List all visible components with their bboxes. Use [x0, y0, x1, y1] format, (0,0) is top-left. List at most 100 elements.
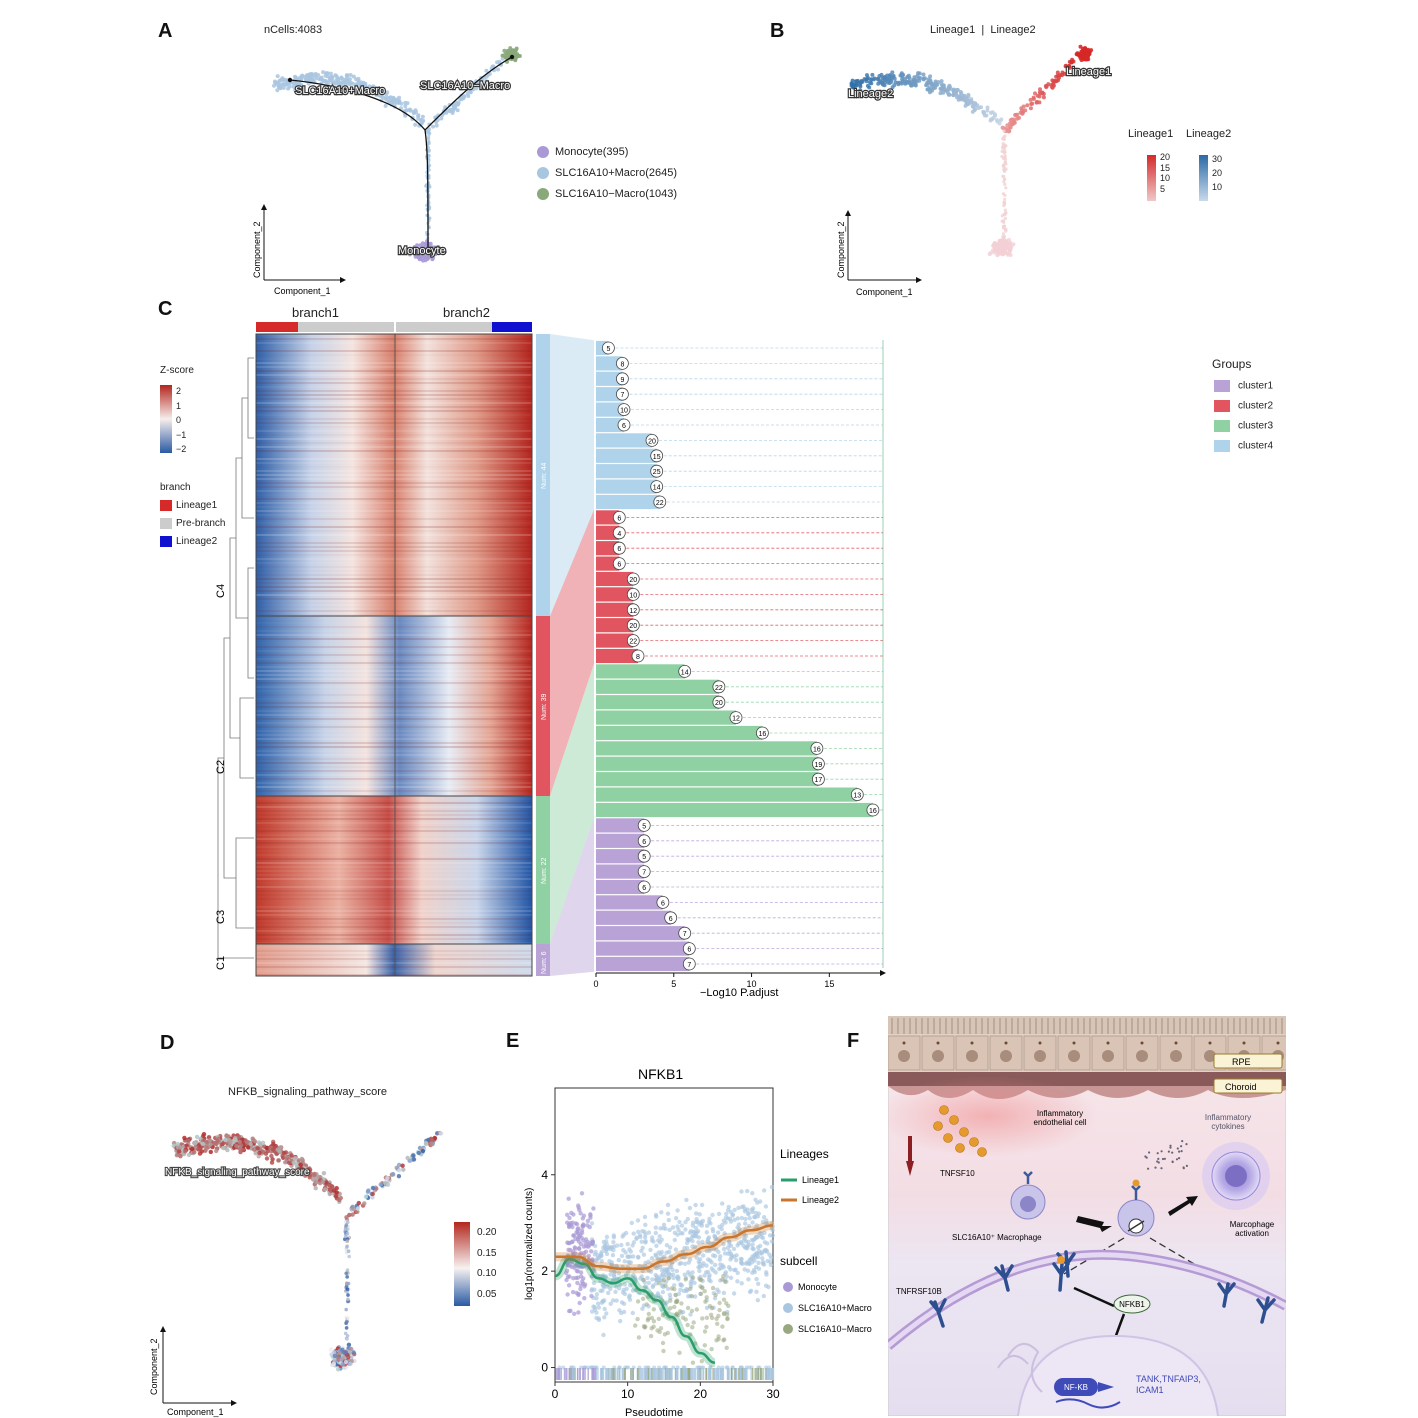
cell-point: [351, 74, 356, 79]
gene-count-label: 6: [661, 900, 665, 907]
panel-f-inflammation-glow: [888, 1076, 1098, 1156]
gene-count-label: 5: [642, 823, 646, 830]
gene-count-label: 6: [642, 885, 646, 892]
data-point: [670, 1267, 675, 1273]
cell-point: [430, 1138, 435, 1143]
gene-count-circle: [612, 557, 626, 571]
rug-mark: [650, 1368, 652, 1380]
panel-a-label-monocyte: Monocyte: [398, 245, 446, 257]
cell-point: [255, 1146, 260, 1151]
data-point: [717, 1307, 722, 1313]
cell-point: [346, 1342, 352, 1347]
heatmap-row: [256, 842, 532, 844]
panel-f-tnfsf10-label: TNFSF10: [940, 1169, 975, 1178]
enrichment-bar: [596, 633, 634, 648]
cell-point: [890, 74, 895, 79]
data-point: [639, 1239, 644, 1244]
heatmap-row: [256, 766, 532, 768]
cell-point: [208, 1149, 213, 1155]
data-point: [716, 1211, 722, 1217]
data-point: [690, 1275, 696, 1280]
enrichment-bar: [596, 402, 624, 417]
cell-point: [193, 1141, 198, 1146]
rug-mark: [675, 1368, 678, 1380]
cell-point: [312, 1172, 317, 1177]
cell-point: [224, 1133, 229, 1139]
panel-f-tnfrsf10b-label: TNFRSF10B: [896, 1287, 942, 1296]
cell-point: [966, 99, 971, 103]
panel-e-lineages-title: Lineages: [780, 1147, 829, 1161]
rug-mark: [694, 1368, 697, 1380]
cell-point: [1079, 51, 1084, 56]
gene-count-circle: [712, 695, 726, 709]
data-point: [710, 1212, 715, 1218]
data-point: [707, 1258, 713, 1263]
heatmap-row: [256, 954, 532, 956]
data-point: [743, 1221, 748, 1226]
rug-mark: [565, 1368, 567, 1380]
cell-point: [207, 1138, 213, 1143]
cell-point: [1005, 123, 1010, 128]
heatmap-row: [256, 874, 532, 876]
data-point: [686, 1294, 691, 1299]
panel-b-legend-title-lineage1: Lineage1: [1128, 128, 1174, 140]
cytokine-dot: [1148, 1151, 1151, 1154]
panel-c-heatmap-texture: [256, 338, 532, 976]
heatmap-row: [256, 450, 532, 452]
rug-mark: [720, 1368, 722, 1380]
data-point: [750, 1209, 755, 1215]
data-point: [704, 1263, 709, 1268]
heatmap-row: [256, 778, 532, 780]
data-point: [648, 1333, 654, 1339]
cell-point: [415, 243, 420, 248]
heatmap-row: [256, 686, 532, 688]
gene-count-circle: [810, 741, 824, 755]
rug-mark: [705, 1368, 707, 1380]
data-point: [692, 1230, 697, 1235]
cell-point: [400, 1163, 405, 1168]
rug-mark: [727, 1368, 730, 1380]
data-point: [683, 1277, 688, 1282]
heatmap-row: [256, 534, 532, 536]
data-point: [665, 1286, 671, 1291]
data-point: [682, 1272, 687, 1277]
data-point: [661, 1278, 667, 1283]
data-point: [716, 1313, 721, 1319]
rug-mark: [597, 1368, 599, 1380]
data-point: [635, 1254, 641, 1260]
data-point: [731, 1291, 737, 1296]
heatmap-row: [256, 562, 532, 564]
cell-point: [1067, 65, 1072, 70]
rpe-nucleus: [1204, 1050, 1216, 1062]
cell-point: [183, 1149, 188, 1154]
gene-count-circle: [712, 680, 726, 694]
panel-c-branch2-header: branch2: [443, 305, 490, 320]
data-point: [636, 1335, 642, 1340]
enrichment-bar: [596, 941, 690, 956]
data-point: [692, 1244, 698, 1249]
data-point: [664, 1300, 669, 1305]
data-point: [688, 1286, 693, 1291]
heatmap-row: [256, 826, 532, 828]
panel-c-branch1-header: branch1: [292, 305, 339, 320]
cell-point: [427, 127, 431, 132]
heatmap-row: [256, 866, 532, 868]
enrichment-bar: [596, 741, 817, 756]
cell-point: [427, 148, 431, 152]
cell-point: [918, 75, 922, 80]
gene-count-circle: [626, 572, 640, 586]
cell-point: [221, 1145, 226, 1151]
cell-point: [1001, 144, 1005, 148]
data-point: [574, 1275, 579, 1281]
panel-d-colorbar: [454, 1222, 470, 1306]
cell-point: [362, 81, 367, 86]
heatmap-row: [256, 750, 532, 752]
rug-mark: [679, 1368, 682, 1380]
gene-count-label: 14: [653, 485, 661, 492]
data-point: [699, 1202, 705, 1208]
rug-mark: [693, 1368, 695, 1380]
enrichment-bar: [596, 864, 645, 879]
data-point: [587, 1224, 592, 1230]
panel-f-cell-membrane-inner: [888, 1252, 1286, 1348]
panel-f-bound-macrophage: [1117, 1179, 1155, 1237]
